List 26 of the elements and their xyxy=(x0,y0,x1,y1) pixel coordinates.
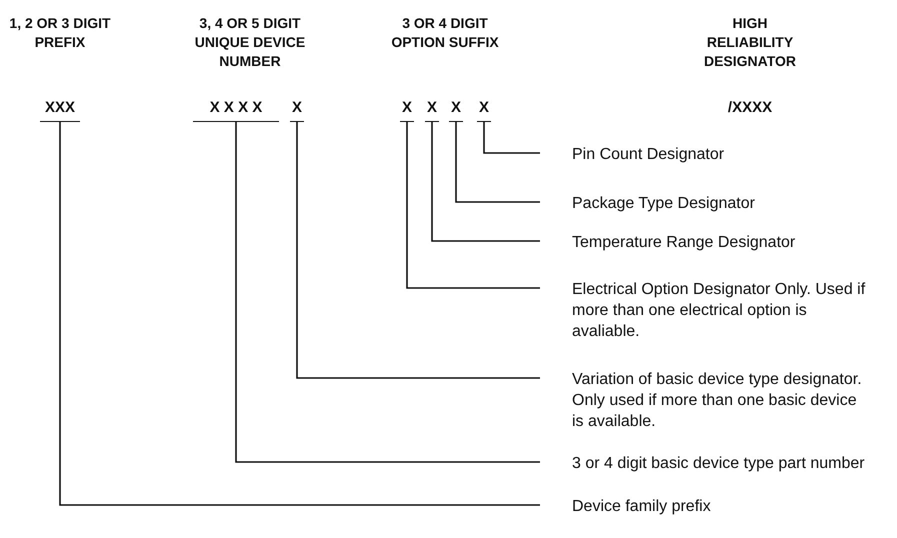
code-letters: X xyxy=(290,100,304,122)
leader-line xyxy=(455,122,540,203)
code-letters: X xyxy=(425,100,439,122)
leader-line xyxy=(296,122,540,379)
code-letters: /XXXX xyxy=(726,100,774,118)
leader-line xyxy=(406,122,540,289)
code-letters: X xyxy=(400,100,414,122)
description-text: Package Type Designator xyxy=(572,193,872,214)
description-text: Pin Count Designator xyxy=(572,144,872,165)
code-letters: X xyxy=(449,100,463,122)
leader-line xyxy=(59,122,540,506)
description-text: Electrical Option Designator Only. Used if more than one electrical option is avaliable. xyxy=(572,279,872,342)
column-heading: HIGH RELIABILITY DESIGNATOR xyxy=(702,14,798,71)
description-text: Temperature Range Designator xyxy=(572,232,872,253)
column-heading: 1, 2 OR 3 DIGIT PREFIX xyxy=(8,14,112,52)
code-letters: X xyxy=(477,100,491,122)
description-text: Device family prefix xyxy=(572,496,872,517)
description-text: Variation of basic device type designator. Only used if more than one basic device is available. xyxy=(572,369,872,432)
description-text: 3 or 4 digit basic device type part number xyxy=(572,453,872,474)
leader-line xyxy=(483,122,540,154)
column-heading: 3, 4 OR 5 DIGIT UNIQUE DEVICE NUMBER xyxy=(194,14,306,71)
column-heading: 3 OR 4 DIGIT OPTION SUFFIX xyxy=(390,14,500,52)
leader-line xyxy=(431,122,540,242)
code-letters: X X X X xyxy=(193,100,279,122)
leader-line xyxy=(235,122,540,463)
code-letters: XXX xyxy=(40,100,80,122)
